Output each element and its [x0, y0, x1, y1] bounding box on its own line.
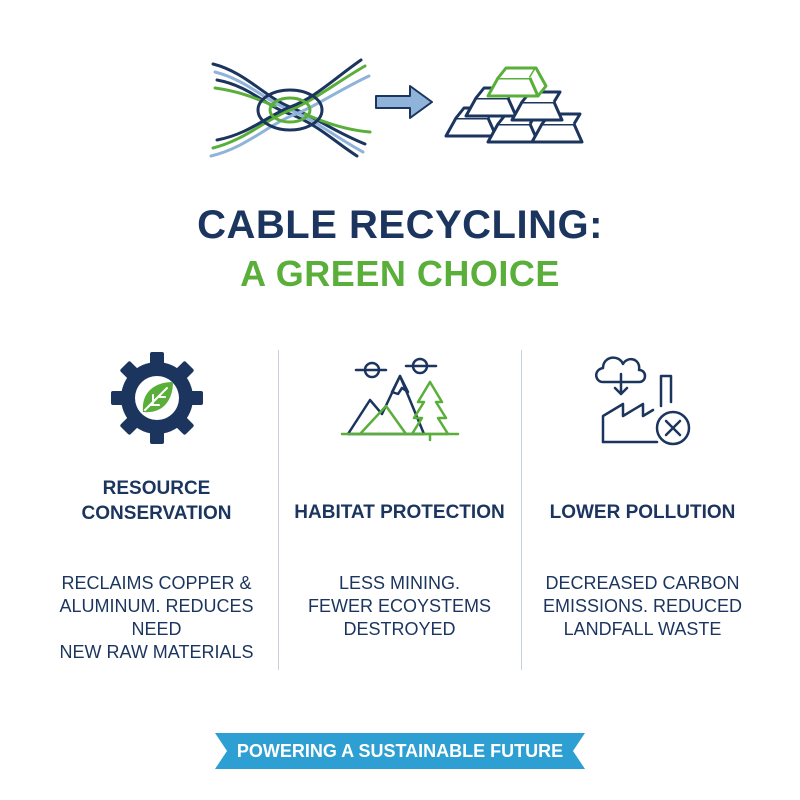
footer-banner: POWERING A SUSTAINABLE FUTURE: [215, 733, 585, 769]
benefit-description: DECREASED CARBON EMISSIONS. REDUCED LAND…: [542, 573, 743, 639]
benefit-title: HABITAT PROTECTION: [294, 502, 505, 523]
benefit-lower-pollution: LOWER POLLUTION DECREASED CARBON EMISSIO…: [521, 340, 764, 670]
benefit-description: LESS MINING. FEWER ECOYSTEMS DESTROYED: [307, 573, 491, 639]
arrow-right-icon: [375, 85, 433, 119]
factory-cloud-icon: [521, 346, 764, 456]
cable-bundle-icon: [209, 58, 372, 158]
hero-illustration: [0, 40, 800, 170]
metal-ingots-icon: [444, 66, 584, 144]
banner-label: POWERING A SUSTAINABLE FUTURE: [236, 741, 564, 761]
benefits-columns: RESOURCE CONSERVATION RECLAIMS COPPER & …: [35, 340, 765, 670]
column-divider: [521, 350, 522, 670]
benefit-habitat-protection: HABITAT PROTECTION LESS MINING. FEWER EC…: [278, 340, 521, 670]
gear-leaf-icon: [35, 348, 278, 458]
benefit-title: LOWER POLLUTION: [549, 502, 736, 523]
benefit-title: RESOURCE CONSERVATION: [81, 478, 232, 524]
mountains-trees-icon: [278, 354, 521, 464]
column-divider: [278, 350, 279, 670]
benefit-resource-conservation: RESOURCE CONSERVATION RECLAIMS COPPER & …: [35, 340, 278, 670]
page-subtitle: A GREEN CHOICE: [240, 253, 560, 294]
page-title: CABLE RECYCLING:: [197, 203, 603, 247]
benefit-description: RECLAIMS COPPER & ALUMINUM. REDUCES NEED…: [59, 573, 254, 662]
